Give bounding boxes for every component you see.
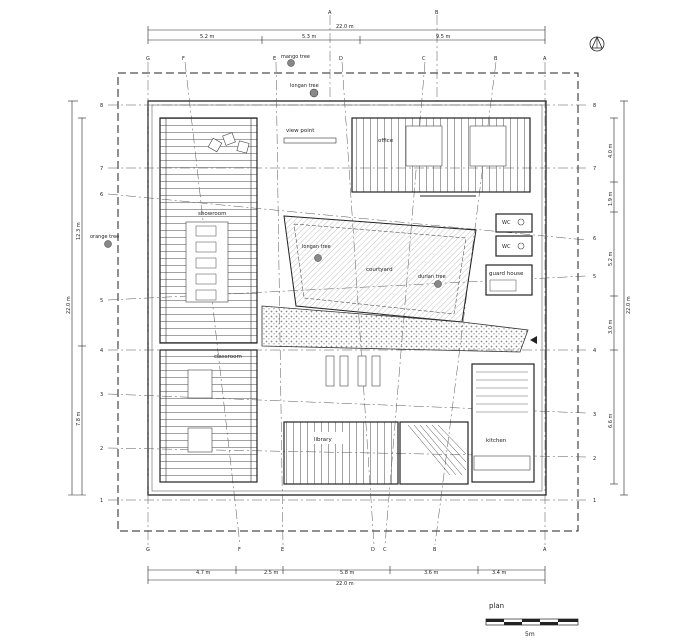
svg-text:7: 7	[100, 166, 103, 172]
dim-right-seg: 4.0 m	[608, 143, 614, 158]
longan-tree-court-label: longan tree	[302, 244, 331, 250]
svg-text:7: 7	[593, 166, 596, 172]
svg-text:1: 1	[100, 498, 103, 504]
svg-text:6: 6	[593, 236, 596, 242]
svg-text:E: E	[281, 547, 284, 553]
dim-bottom-seg: 3.6 m	[424, 570, 439, 576]
north-arrow-icon	[589, 36, 605, 52]
svg-text:1: 1	[593, 498, 596, 504]
svg-text:E: E	[273, 56, 276, 62]
library	[283, 421, 399, 485]
guard-house-label: guard house	[489, 271, 524, 277]
library-label: library	[314, 437, 332, 443]
plan-title: plan	[489, 602, 504, 610]
dim-top-seg: 9.5 m	[436, 34, 451, 40]
view-point-bench	[283, 137, 337, 144]
dim-right-seg: 5.2 m	[608, 251, 614, 266]
svg-text:8: 8	[593, 103, 596, 109]
svg-text:G: G	[146, 547, 150, 553]
durian-tree-label: durian tree	[418, 274, 446, 280]
stair	[399, 421, 469, 485]
mango-tree-label: mango tree	[281, 54, 310, 60]
svg-text:F: F	[238, 547, 241, 553]
dim-left-seg: 7.8 m	[76, 411, 82, 426]
dim-right-seg: 6.6 m	[608, 413, 614, 428]
wc1-label: WC	[502, 220, 511, 226]
view-point-label: view point	[286, 128, 315, 134]
scale-bar	[485, 618, 579, 626]
svg-text:3: 3	[100, 392, 103, 398]
dim-bottom-seg: 2.5 m	[264, 570, 279, 576]
orange-tree-icon	[104, 240, 112, 248]
svg-text:C: C	[422, 56, 426, 62]
svg-text:4: 4	[100, 348, 103, 354]
section-marks: A B	[328, 10, 439, 16]
svg-text:B: B	[435, 10, 439, 16]
dim-top-seg: 5.3 m	[302, 34, 317, 40]
dim-left-total: 22.0 m	[66, 296, 72, 314]
svg-text:A: A	[328, 10, 332, 16]
svg-text:B: B	[494, 56, 498, 62]
paving-strip	[261, 305, 529, 353]
mango-tree-icon	[287, 59, 295, 67]
svg-text:A: A	[543, 56, 547, 62]
column-labels-bottom: G F E D C B A	[146, 547, 547, 553]
office-label: office	[378, 138, 394, 144]
svg-text:4: 4	[593, 348, 596, 354]
longan-tree-court-icon	[314, 254, 322, 262]
dim-left-seg: 12.3 m	[76, 222, 82, 240]
svg-text:B: B	[433, 547, 437, 553]
svg-text:3: 3	[593, 412, 596, 418]
svg-text:A: A	[543, 547, 547, 553]
courtyard-label: courtyard	[366, 267, 393, 273]
dim-top-seg: 5.2 m	[200, 34, 215, 40]
wc-2	[495, 235, 533, 257]
dimensions-right	[610, 100, 628, 496]
dim-right-seg: 1.9 m	[608, 191, 614, 206]
dim-right-seg: 3.0 m	[608, 319, 614, 334]
showroom-label: showroom	[198, 211, 226, 217]
svg-text:F: F	[182, 56, 185, 62]
dimensions-left	[68, 100, 86, 496]
entrance-arrow-icon	[530, 336, 537, 344]
svg-text:D: D	[339, 56, 343, 62]
showroom	[159, 117, 258, 344]
classroom-label: classroom	[214, 354, 242, 360]
svg-text:G: G	[146, 56, 150, 62]
svg-text:D: D	[371, 547, 375, 553]
longan-tree-top-icon	[309, 88, 319, 98]
dim-right-total: 22.0 m	[626, 296, 632, 314]
svg-text:5: 5	[100, 298, 103, 304]
longan-tree-top-label: longan tree	[290, 83, 319, 89]
dim-bottom-seg: 3.4 m	[492, 570, 507, 576]
benches	[325, 355, 381, 387]
orange-tree-label: orange tree	[90, 234, 119, 240]
svg-text:5: 5	[593, 274, 596, 280]
site-boundary	[117, 72, 579, 532]
svg-text:2: 2	[593, 456, 596, 462]
dim-bottom-seg: 5.8 m	[340, 570, 355, 576]
row-labels-right: 8 7 6 5 4 3 2 1	[593, 103, 596, 504]
dimensions-top	[147, 26, 546, 44]
wc2-label: WC	[502, 244, 511, 250]
scale-label: 5m	[525, 631, 535, 638]
svg-text:8: 8	[100, 103, 103, 109]
wc-1	[495, 213, 533, 233]
svg-text:2: 2	[100, 446, 103, 452]
dimensions-bottom	[147, 566, 546, 584]
column-labels-top: G F E D C B A	[146, 56, 547, 62]
dim-bottom-total: 22.0 m	[336, 581, 354, 587]
dim-top-total: 22.0 m	[336, 24, 354, 30]
svg-text:6: 6	[100, 192, 103, 198]
kitchen-label: kitchen	[486, 438, 507, 444]
dim-bottom-seg: 4.7 m	[196, 570, 211, 576]
row-labels-left: 8 7 6 5 4 3 2 1	[100, 103, 103, 504]
svg-text:C: C	[383, 547, 387, 553]
durian-tree-icon	[434, 280, 442, 288]
